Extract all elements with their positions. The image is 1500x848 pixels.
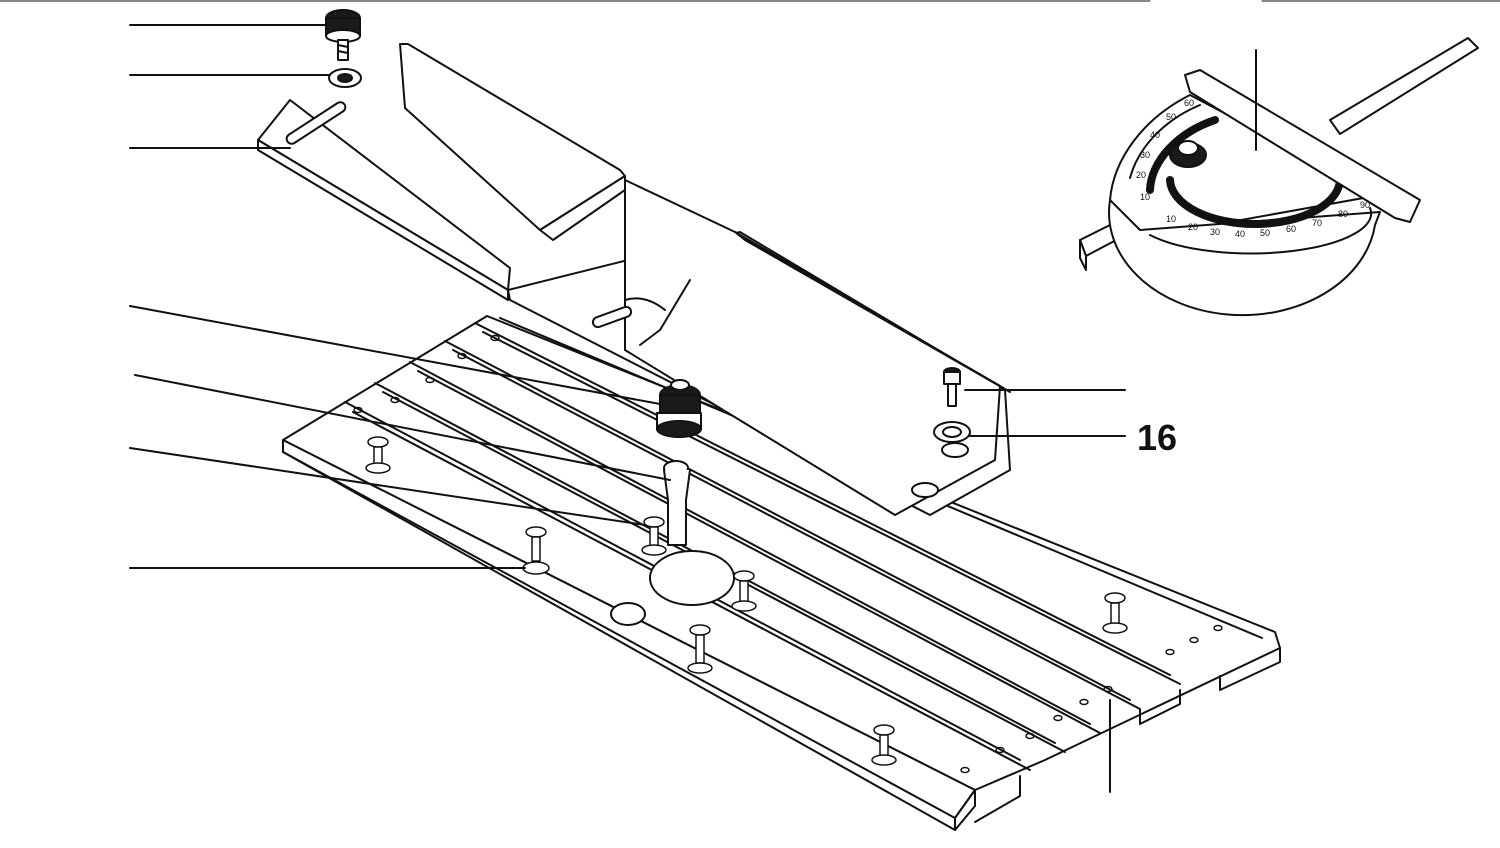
fence-lock-knob <box>656 379 702 438</box>
scale-label: 60 <box>1286 224 1296 234</box>
cap-screw <box>943 367 961 407</box>
table-plate <box>282 315 1281 831</box>
router-fence <box>257 43 1011 516</box>
scale-label: 30 <box>1210 227 1220 237</box>
scale-label: 60 <box>1184 98 1194 108</box>
miter-scale-labels: 10 20 30 40 50 60 70 80 90 10 20 30 40 5… <box>1136 98 1370 239</box>
scale-label: 40 <box>1150 130 1160 140</box>
washer <box>328 68 362 88</box>
scale-label: 50 <box>1166 112 1176 122</box>
scale-label: 30 <box>1140 150 1150 160</box>
leader-lines <box>129 24 1257 793</box>
scale-label: 20 <box>1188 222 1198 232</box>
scale-label: 80 <box>1338 209 1348 219</box>
router-bit-opening <box>649 550 735 606</box>
scale-label: 70 <box>1312 218 1322 228</box>
scale-label: 10 <box>1140 192 1150 202</box>
table-screws <box>365 436 1128 766</box>
scale-label: 40 <box>1235 229 1245 239</box>
miter-gauge <box>1079 37 1479 317</box>
scale-label: 50 <box>1260 228 1270 238</box>
guide-pin <box>663 460 691 546</box>
access-hole <box>610 602 646 626</box>
spacer-washer <box>933 421 971 443</box>
knurled-knob <box>325 9 361 61</box>
scale-label: 90 <box>1360 200 1370 210</box>
scale-label: 20 <box>1136 170 1146 180</box>
callout-number-16: 16 <box>1137 417 1178 458</box>
scale-label: 10 <box>1166 214 1176 224</box>
